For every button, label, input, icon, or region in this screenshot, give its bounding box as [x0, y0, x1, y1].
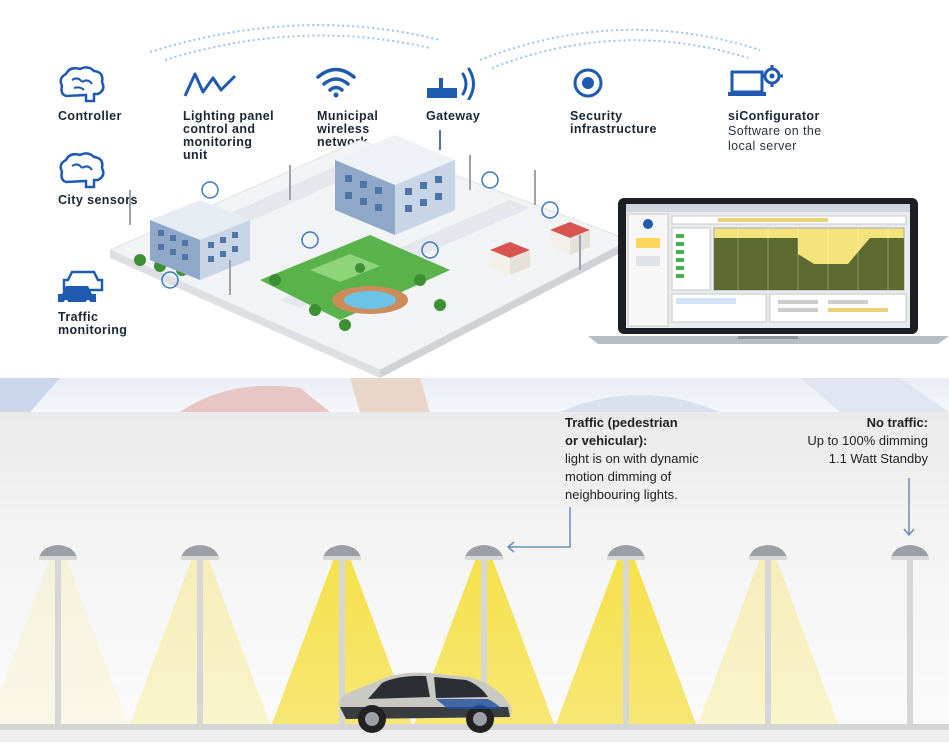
wireless-arcs — [149, 24, 761, 69]
street-lamp-6 — [749, 545, 787, 724]
traffic-title-line-1: Traffic (pedestrian — [565, 415, 678, 430]
decorative-background-strip — [0, 378, 949, 412]
label-configurator: siConfigurator — [728, 109, 820, 123]
traffic-title-line-2: or vehicular): — [565, 433, 648, 448]
gateway-router-icon — [427, 67, 475, 100]
no-traffic-title: No traffic: — [866, 415, 928, 430]
car — [339, 672, 512, 733]
traffic-desc-line-2: motion dimming of — [565, 469, 672, 484]
traffic-desc-line-1: light is on with dynamic — [565, 451, 699, 466]
isometric-city-illustration — [110, 130, 630, 378]
street-lamp-2 — [181, 545, 219, 724]
waveform-icon — [183, 72, 237, 97]
street-lamp-3 — [323, 545, 361, 724]
label-city-sensors: City sensors — [58, 193, 138, 207]
no-traffic-callout-arrow — [903, 478, 915, 537]
street-scene — [0, 478, 949, 742]
traffic-callout-arrow — [506, 507, 571, 553]
brain-icon — [59, 66, 105, 103]
laptop-configurator-screen — [588, 198, 949, 344]
no-traffic-desc-line-2: 1.1 Watt Standby — [828, 451, 928, 466]
street-lamp-7 — [891, 545, 929, 724]
laptop-gear-icon — [728, 65, 783, 96]
traffic-desc-line-3: neighbouring lights. — [565, 487, 678, 502]
no-traffic-desc-line-1: Up to 100% dimming — [807, 433, 928, 448]
label-controller: Controller — [58, 109, 122, 123]
wifi-icon — [316, 67, 356, 98]
light-beam-1 — [0, 558, 128, 724]
label-gateway: Gateway — [426, 109, 481, 123]
eye-icon — [573, 68, 603, 98]
smart-city-diagram: Controller Lighting panel control and mo… — [58, 24, 949, 378]
dimming-illustration: Traffic (pedestrian or vehicular): light… — [0, 412, 949, 742]
street-lamp-5 — [607, 545, 645, 724]
cars-icon — [58, 270, 104, 304]
street-lamp-4 — [465, 545, 503, 724]
city-sensor-brain-icon — [59, 152, 105, 189]
street-lamp-1 — [39, 545, 77, 724]
